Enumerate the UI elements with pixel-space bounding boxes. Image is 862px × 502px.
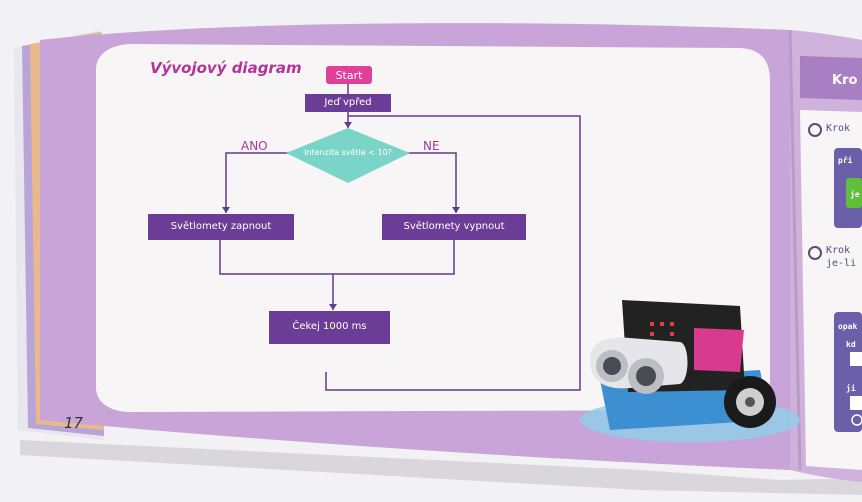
right-code-inner-green xyxy=(846,178,862,208)
book-spine xyxy=(788,29,802,471)
step1-refresh-icon xyxy=(808,123,822,137)
wait-label: Čekej 1000 ms xyxy=(292,321,367,332)
no-label: NE xyxy=(423,139,440,153)
right-code-slot-2 xyxy=(850,396,862,410)
start-box xyxy=(326,66,372,84)
right-title-bar xyxy=(800,56,862,100)
right-code-label-2: opak xyxy=(838,322,858,331)
right-code-label-1: při xyxy=(838,156,853,165)
step-drive-box xyxy=(305,94,391,112)
lights-off-label: Světlomety vypnout xyxy=(403,221,505,232)
step2-refresh-icon xyxy=(808,246,822,260)
right-step1: Krok xyxy=(826,123,851,134)
right-code-inner-label: je xyxy=(850,190,860,199)
drive-forward-label: Jeď vpřed xyxy=(324,97,372,108)
robot-illustration xyxy=(580,300,800,442)
page-number: 17 xyxy=(64,414,84,432)
book-shadow xyxy=(20,440,862,495)
wait-box xyxy=(269,311,390,344)
right-step2: Krok xyxy=(826,245,851,256)
right-code-slot-1 xyxy=(850,352,862,366)
flowchart-arrowheads xyxy=(222,122,460,310)
lights-off-box xyxy=(382,214,526,240)
diagram-title: Vývojový diagram xyxy=(150,59,302,77)
right-code-line-1: kd xyxy=(846,340,856,349)
right-code-line-2: ji xyxy=(846,384,856,393)
right-step2-line2: je-li xyxy=(826,258,857,269)
decision-label: Intenzita světla < 10? xyxy=(304,148,392,157)
lights-on-box xyxy=(148,214,294,240)
start-label: Start xyxy=(335,69,363,82)
yes-label: ANO xyxy=(241,139,268,153)
right-page-title: Kro xyxy=(832,73,858,88)
right-plus-icon xyxy=(851,414,862,426)
lights-on-label: Světlomety zapnout xyxy=(170,221,272,232)
decision-diamond xyxy=(286,128,410,183)
